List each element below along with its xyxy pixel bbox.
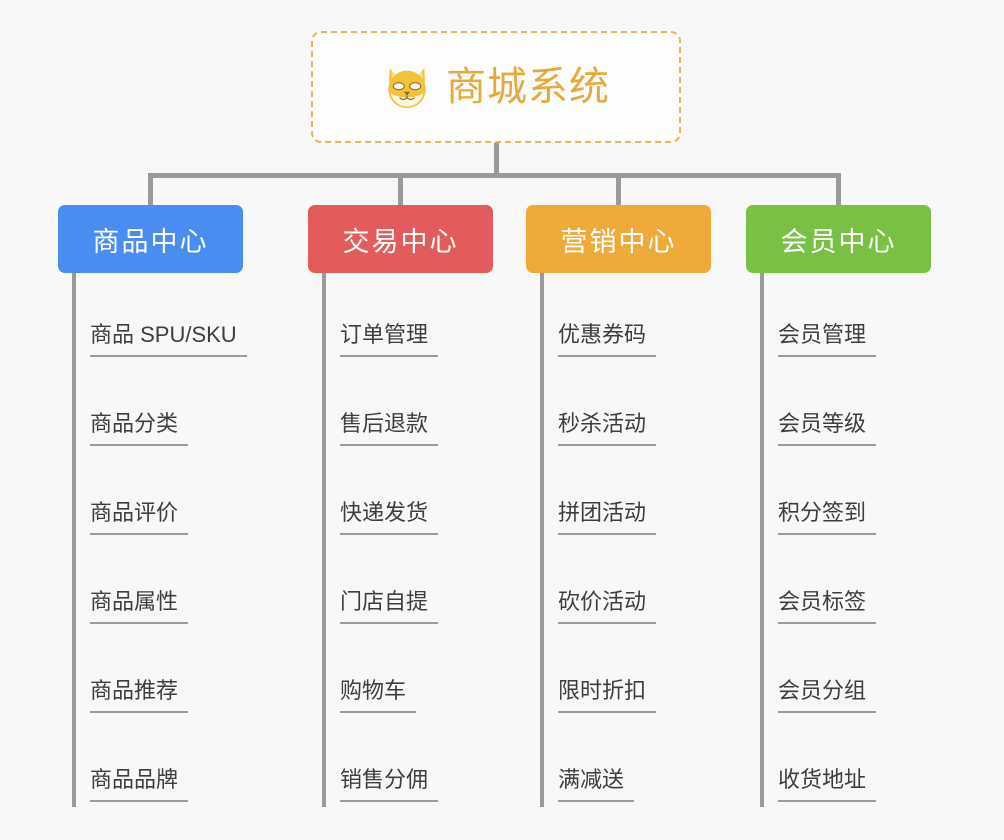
leaf-label: 门店自提 (340, 591, 439, 624)
connector-horizontal-bus (148, 173, 841, 178)
leaf-label: 订单管理 (340, 324, 439, 357)
leaf-list: 会员管理 会员等级 积分签到 会员标签 会员分组 收货地址 (746, 273, 877, 802)
connector-drop-4 (836, 173, 841, 208)
column-member-center: 会员中心 会员管理 会员等级 积分签到 会员标签 会员分组 收货地址 (746, 205, 931, 807)
leaf-label: 购物车 (340, 680, 417, 713)
column-spine (540, 273, 544, 807)
list-item[interactable]: 秒杀活动 (526, 357, 657, 446)
list-item[interactable]: 商品属性 (58, 535, 247, 624)
leaf-label: 会员等级 (778, 413, 877, 446)
category-title: 营销中心 (560, 226, 677, 257)
category-header-trade-center[interactable]: 交易中心 (308, 205, 493, 273)
list-item[interactable]: 会员等级 (746, 357, 877, 446)
list-item[interactable]: 会员标签 (746, 535, 877, 624)
list-item[interactable]: 限时折扣 (526, 624, 657, 713)
leaf-label: 商品品牌 (90, 769, 189, 802)
leaf-label: 收货地址 (778, 769, 877, 802)
connector-drop-1 (148, 173, 153, 208)
leaf-label: 商品推荐 (90, 680, 189, 713)
leaf-label: 积分签到 (778, 502, 877, 535)
list-item[interactable]: 商品推荐 (58, 624, 247, 713)
shiba-dog-face-icon (382, 62, 432, 112)
leaf-label: 快递发货 (340, 502, 439, 535)
category-title: 交易中心 (342, 226, 459, 257)
column-product-center: 商品中心 商品 SPU/SKU 商品分类 商品评价 商品属性 商品推荐 商品品牌 (58, 205, 247, 807)
leaf-label: 砍价活动 (558, 591, 657, 624)
column-spine (72, 273, 76, 807)
root-node-shop-system[interactable]: 商城系统 (311, 31, 681, 143)
list-item[interactable]: 会员分组 (746, 624, 877, 713)
leaf-label: 商品分类 (90, 413, 189, 446)
leaf-label: 会员标签 (778, 591, 877, 624)
leaf-label: 商品评价 (90, 502, 189, 535)
list-item[interactable]: 优惠券码 (526, 273, 657, 357)
list-item[interactable]: 商品评价 (58, 446, 247, 535)
leaf-label: 销售分佣 (340, 769, 439, 802)
connector-root-stem (494, 143, 499, 176)
list-item[interactable]: 订单管理 (308, 273, 439, 357)
connector-drop-2 (398, 173, 403, 208)
list-item[interactable]: 积分签到 (746, 446, 877, 535)
list-item[interactable]: 商品品牌 (58, 713, 247, 802)
leaf-label: 满减送 (558, 769, 635, 802)
column-spine (760, 273, 764, 807)
list-item[interactable]: 收货地址 (746, 713, 877, 802)
list-item[interactable]: 售后退款 (308, 357, 439, 446)
root-node-title: 商城系统 (446, 65, 610, 109)
category-title: 会员中心 (780, 226, 897, 257)
category-header-marketing-center[interactable]: 营销中心 (526, 205, 711, 273)
list-item[interactable]: 快递发货 (308, 446, 439, 535)
category-header-product-center[interactable]: 商品中心 (58, 205, 243, 273)
leaf-list: 商品 SPU/SKU 商品分类 商品评价 商品属性 商品推荐 商品品牌 (58, 273, 247, 802)
leaf-label: 拼团活动 (558, 502, 657, 535)
category-header-member-center[interactable]: 会员中心 (746, 205, 931, 273)
connector-drop-3 (616, 173, 621, 208)
list-item[interactable]: 商品分类 (58, 357, 247, 446)
list-item[interactable]: 销售分佣 (308, 713, 439, 802)
leaf-list: 优惠券码 秒杀活动 拼团活动 砍价活动 限时折扣 满减送 (526, 273, 657, 802)
leaf-label: 会员分组 (778, 680, 877, 713)
leaf-label: 优惠券码 (558, 324, 657, 357)
leaf-label: 售后退款 (340, 413, 439, 446)
list-item[interactable]: 会员管理 (746, 273, 877, 357)
leaf-label: 秒杀活动 (558, 413, 657, 446)
list-item[interactable]: 砍价活动 (526, 535, 657, 624)
leaf-label: 商品 SPU/SKU (90, 324, 247, 357)
leaf-label: 限时折扣 (558, 680, 657, 713)
list-item[interactable]: 购物车 (308, 624, 438, 713)
list-item[interactable]: 满减送 (526, 713, 656, 802)
category-title: 商品中心 (92, 226, 209, 257)
column-spine (322, 273, 326, 807)
column-marketing-center: 营销中心 优惠券码 秒杀活动 拼团活动 砍价活动 限时折扣 满减送 (526, 205, 711, 807)
list-item[interactable]: 拼团活动 (526, 446, 657, 535)
list-item[interactable]: 商品 SPU/SKU (58, 273, 247, 357)
leaf-list: 订单管理 售后退款 快递发货 门店自提 购物车 销售分佣 (308, 273, 439, 802)
column-trade-center: 交易中心 订单管理 售后退款 快递发货 门店自提 购物车 销售分佣 (308, 205, 493, 807)
list-item[interactable]: 门店自提 (308, 535, 439, 624)
leaf-label: 商品属性 (90, 591, 189, 624)
leaf-label: 会员管理 (778, 324, 877, 357)
